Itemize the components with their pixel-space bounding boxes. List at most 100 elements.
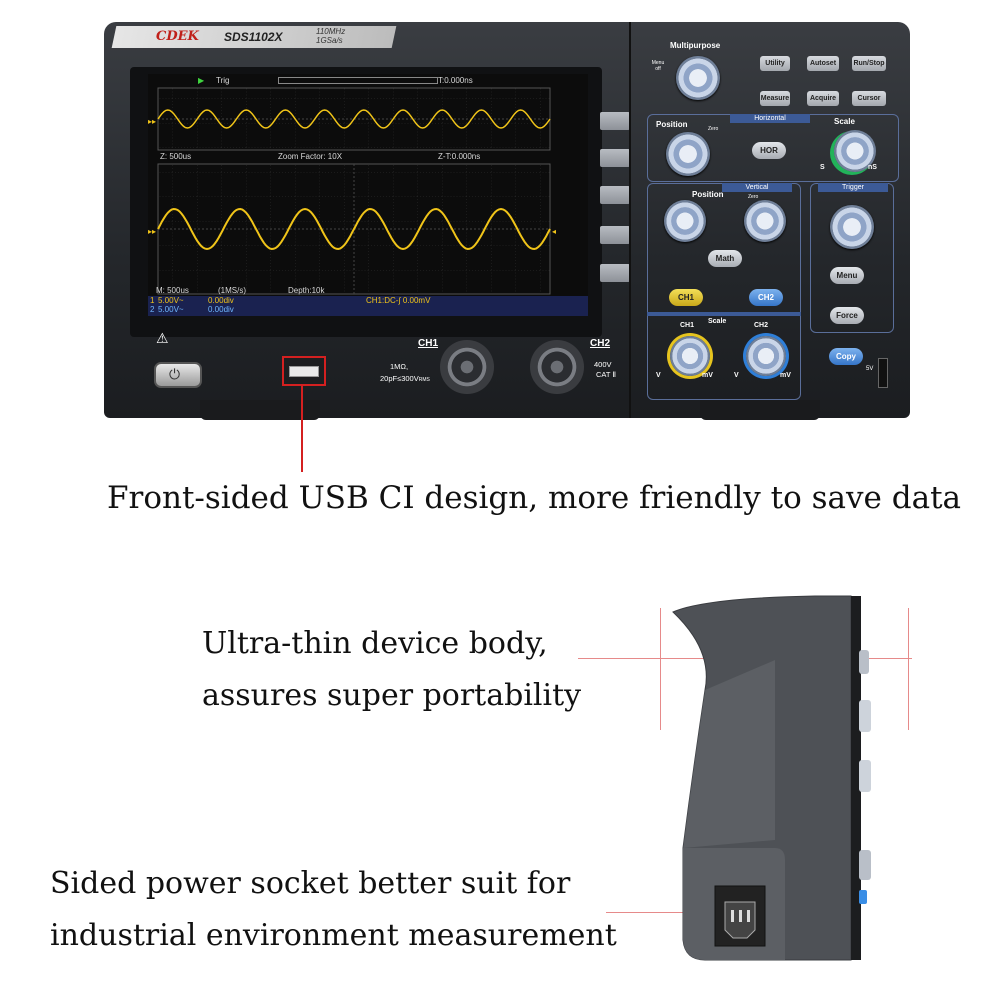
scope-foot-left — [200, 400, 320, 420]
autoset-button[interactable]: Autoset — [807, 56, 839, 71]
thickness-line-right — [908, 608, 909, 730]
ch2-offset: 0.00div — [208, 305, 234, 314]
side-knob-3 — [859, 760, 871, 792]
power-caption-line1: Sided power socket better suit for — [50, 866, 571, 901]
horizontal-label: Horizontal — [730, 114, 810, 123]
side-knob-4 — [859, 850, 871, 880]
trigger-info: CH1:DC-∫ 0.00mV — [366, 296, 431, 305]
multipurpose-label: Multipurpose — [670, 41, 721, 50]
thin-caption-line2: assures super portability — [202, 678, 582, 713]
memory-bar — [278, 77, 438, 84]
rms-label: RMS — [418, 377, 430, 383]
waveform-display: ▸▸ ▸▸ ◂ — [148, 87, 556, 295]
utility-button[interactable]: Utility — [760, 56, 790, 71]
model-name: SDS1102X — [224, 30, 283, 44]
trig-status: Trig — [216, 76, 230, 85]
multipurpose-knob[interactable] — [676, 56, 720, 100]
v-zero-label: Zero — [748, 194, 759, 200]
power-callout-line — [606, 912, 718, 913]
trigger-level-marker: ◂ — [552, 227, 556, 236]
cat-rating-text: CAT Ⅱ — [596, 370, 617, 379]
run-stop-button[interactable]: Run/Stop — [852, 56, 886, 71]
usb-port-highlight — [282, 356, 326, 386]
v-scale-label: Scale — [708, 318, 727, 325]
copy-button[interactable]: Copy — [829, 348, 863, 365]
trig-status-icon: ▶ — [198, 76, 205, 85]
zoom-factor: Zoom Factor: 10X — [278, 152, 343, 161]
hor-button[interactable]: HOR — [752, 142, 786, 159]
ch2-v-unit: V — [734, 372, 739, 379]
time-offset: T:0.000ns — [438, 76, 473, 85]
power-button[interactable]: ⏻ — [154, 362, 202, 388]
ch1-button[interactable]: CH1 — [669, 289, 703, 306]
ch2-scale-knob[interactable] — [746, 336, 786, 376]
h-position-knob[interactable] — [666, 132, 710, 176]
usb-port[interactable] — [289, 366, 319, 377]
spec-sample-rate: 1GSa/s — [316, 36, 343, 45]
trigger-menu-button[interactable]: Menu — [830, 267, 864, 284]
status-bar — [148, 296, 588, 316]
ch1-scale-label: CH1 — [680, 322, 695, 329]
ch2-scale-label: CH2 — [754, 322, 769, 329]
v-scale-bar — [647, 312, 801, 316]
ch1-badge: 1 — [150, 296, 155, 305]
lcd-screen: ▶ Trig T:0.000ns ▸▸ ▸▸ ◂ Z: 500us Zoom F… — [148, 74, 588, 316]
main-waveform — [157, 207, 551, 251]
side-knob-1 — [859, 650, 869, 674]
cursor-button[interactable]: Cursor — [852, 91, 886, 106]
trigger-level-knob[interactable] — [830, 205, 874, 249]
h-zero-label: Zero — [708, 126, 719, 132]
ch2-bnc-connector[interactable] — [530, 340, 584, 394]
softkey-5[interactable] — [600, 264, 630, 282]
ch2-button[interactable]: CH2 — [749, 289, 783, 306]
socket-pin-2 — [739, 910, 742, 922]
zoom-timebase: Z: 500us — [160, 152, 192, 161]
main-timebase: M: 500us — [156, 286, 189, 295]
panel-divider — [629, 22, 631, 418]
acquire-button[interactable]: Acquire — [807, 91, 839, 106]
side-grip — [683, 660, 775, 848]
math-button[interactable]: Math — [708, 250, 742, 267]
scope-foot-right — [700, 400, 820, 420]
memory-depth: Depth:10k — [288, 286, 325, 295]
probe-comp-5v-label: 5V — [866, 366, 874, 372]
power-caption-line2: industrial environment measurement — [50, 918, 617, 953]
trigger-label: Trigger — [818, 183, 888, 192]
ch1-input-label: CH1 — [418, 338, 439, 349]
ch2-input-label: CH2 — [590, 338, 611, 349]
capacitance-value: 20pF≤300V — [380, 374, 419, 383]
ch1-main-marker: ▸▸ — [148, 227, 156, 236]
softkey-3[interactable] — [600, 186, 630, 204]
menu-off-label: Menu off — [651, 60, 665, 72]
h-scale-knob[interactable] — [834, 130, 876, 172]
softkey-4[interactable] — [600, 226, 630, 244]
side-knob-2 — [859, 700, 871, 732]
warning-icon: ⚠ — [156, 330, 169, 346]
ch2-badge: 2 — [150, 305, 155, 314]
device-side-view — [672, 595, 871, 961]
scale-s-label: S — [820, 164, 825, 171]
measure-button[interactable]: Measure — [760, 91, 790, 106]
ch2-position-knob[interactable] — [744, 200, 786, 242]
force-button[interactable]: Force — [830, 307, 864, 324]
brand-logo: CDEK — [156, 29, 199, 44]
capacitance-text: 20pF≤300VRMS — [380, 374, 430, 385]
softkey-1[interactable] — [600, 112, 630, 130]
impedance-text: 1MΩ, — [390, 362, 409, 371]
h-position-label: Position — [656, 120, 688, 129]
softkey-2[interactable] — [600, 149, 630, 167]
ch1-zoom-marker: ▸▸ — [148, 117, 156, 126]
ch1-position-knob[interactable] — [664, 200, 706, 242]
ch1-scale-knob[interactable] — [670, 336, 710, 376]
ch1-v-unit: V — [656, 372, 661, 379]
ch1-mv-unit: mV — [702, 372, 713, 379]
cat-voltage-text: 400V — [594, 360, 612, 369]
socket-pin-3 — [747, 910, 750, 922]
side-button-blue — [859, 890, 867, 904]
ch1-scale: 5.00V~ — [158, 296, 184, 305]
sample-rate: (1MS/s) — [218, 286, 246, 295]
spec-bandwidth: 110MHz — [316, 27, 346, 36]
probe-compensation-terminal[interactable] — [878, 358, 888, 388]
ch1-bnc-connector[interactable] — [440, 340, 494, 394]
side-front-edge — [851, 596, 861, 960]
